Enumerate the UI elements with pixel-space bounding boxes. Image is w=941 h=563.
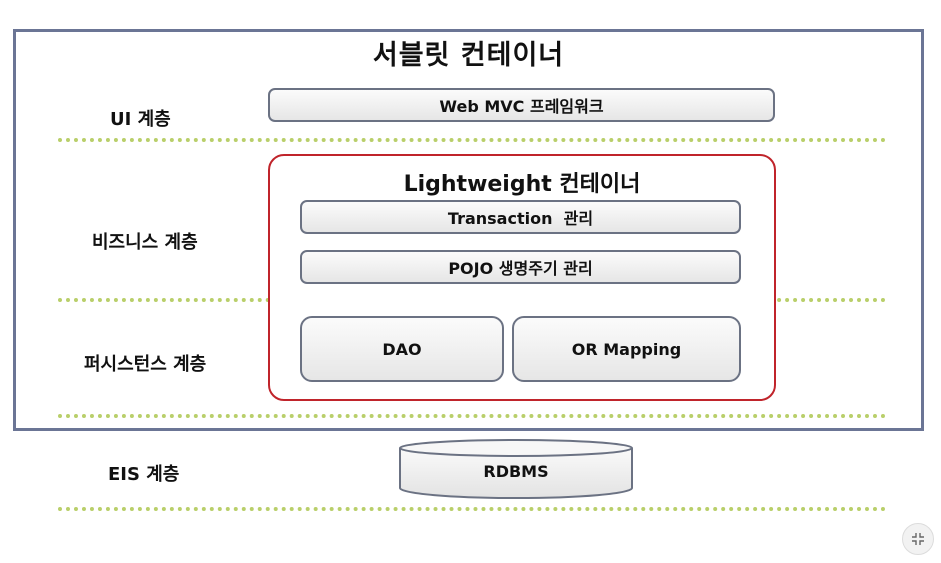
- transaction-label: Transaction 관리: [447, 209, 594, 228]
- layer-label-ui: UI 계층: [110, 109, 171, 130]
- or-mapping-box: OR Mapping: [512, 316, 741, 382]
- or-mapping-label: OR Mapping: [571, 339, 682, 359]
- layer-divider: [58, 414, 886, 418]
- layer-label-eis: EIS 계층: [108, 464, 180, 485]
- pojo-lifecycle-label: POJO 생명주기 관리: [448, 259, 593, 278]
- servlet-container-title: 서블릿 컨테이너: [372, 40, 565, 71]
- web-mvc-label: Web MVC 프레임워크: [439, 97, 604, 116]
- dao-box: DAO: [300, 316, 504, 382]
- web-mvc-box: Web MVC 프레임워크: [268, 88, 775, 122]
- rdbms-label: RDBMS: [483, 462, 549, 481]
- collapse-button[interactable]: [902, 523, 934, 555]
- rdbms-cylinder: [399, 439, 633, 499]
- layer-label-business: 비즈니스 계층: [92, 232, 198, 253]
- pojo-lifecycle-box: POJO 생명주기 관리: [300, 250, 741, 284]
- dao-label: DAO: [382, 339, 422, 359]
- collapse-icon: [912, 533, 924, 545]
- layer-divider: [58, 138, 886, 142]
- transaction-box: Transaction 관리: [300, 200, 741, 234]
- layer-divider: [58, 507, 886, 511]
- layer-label-persistence: 퍼시스턴스 계층: [84, 354, 207, 375]
- lightweight-container-title: Lightweight 컨테이너: [403, 172, 641, 197]
